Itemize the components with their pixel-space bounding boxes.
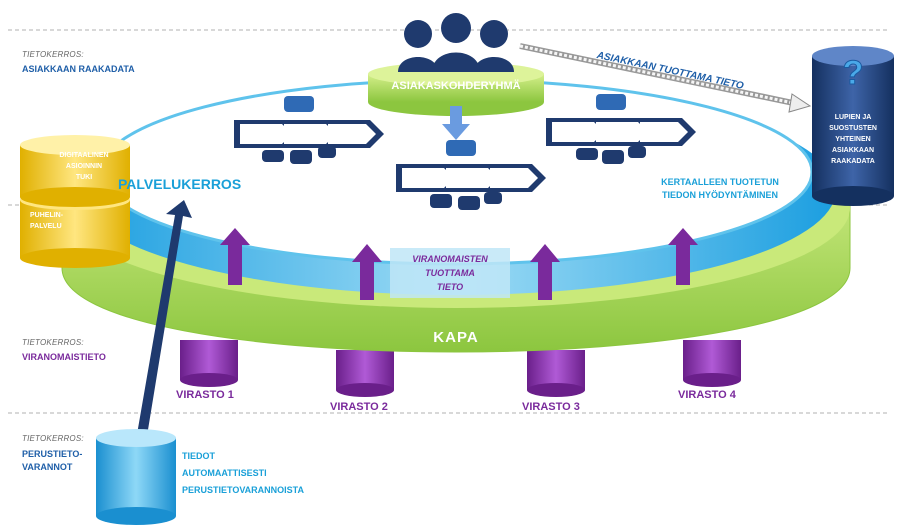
up-arrow-icon [220, 228, 250, 285]
agency-cylinders [180, 340, 741, 397]
agency-label-1: VIRASTO 1 [176, 389, 234, 401]
channel-label-phone: PUHELIN- PALVELU [30, 212, 64, 230]
base-registers-label: TIEDOT AUTOMAATTISESTI PERUSTIETOVARANNO… [182, 451, 305, 495]
tier-caption-middle: TIETOKERROS: [22, 338, 84, 347]
agency-cylinder-4 [683, 340, 741, 387]
service-layer-label: PALVELUKERROS [118, 176, 242, 192]
process-group-right [546, 94, 696, 164]
tier-caption-top: TIETOKERROS: [22, 50, 84, 59]
authority-data-label: VIRANOMAISTEN TUOTTAMA TIETO [412, 254, 488, 292]
tier-name-bottom: PERUSTIETO- VARANNOT [22, 449, 83, 472]
agency-label-4: VIRASTO 4 [678, 389, 736, 401]
customer-group-label: ASIAKASKOHDERYHMÄ [391, 80, 521, 92]
process-group-center [396, 140, 546, 210]
up-arrow-icon [668, 228, 698, 285]
down-arrow-icon [442, 106, 470, 140]
kapa-label: KAPA [433, 329, 479, 346]
agency-label-3: VIRASTO 3 [522, 401, 580, 413]
agency-cylinder-3 [527, 350, 585, 397]
channel-cylinders [20, 135, 130, 268]
consent-store-label: LUPIEN JA SUOSTUSTEN YHTEINEN ASIAKKAAN … [829, 114, 877, 165]
up-arrow-icon [530, 244, 560, 300]
authority-data-box [390, 248, 510, 298]
authority-arrows [220, 228, 698, 300]
consent-store-cylinder [812, 46, 894, 206]
people-group-icon [398, 13, 514, 72]
tier-name-top: ASIAKKAAN RAAKADATA [22, 64, 135, 74]
process-group-left [234, 96, 384, 164]
base-register-arrow [136, 200, 192, 442]
agency-label-2: VIRASTO 2 [330, 401, 388, 413]
base-registers-cylinder [96, 429, 176, 525]
up-arrow-icon [352, 244, 382, 300]
channel-label-digital: DIGITAALINEN ASIOINNIN TUKI [59, 152, 109, 181]
tier-caption-bottom: TIETOKERROS: [22, 434, 84, 443]
reuse-label: KERTAALLEEN TUOTETUN TIEDON HYÖDYNTÄMINE… [661, 177, 779, 200]
tier-name-middle: VIRANOMAISTIETO [22, 352, 106, 362]
agency-cylinder-1 [180, 340, 238, 387]
question-mark-icon: ? [843, 54, 864, 92]
agency-cylinder-2 [336, 350, 394, 397]
customer-data-arrowhead [788, 93, 812, 113]
